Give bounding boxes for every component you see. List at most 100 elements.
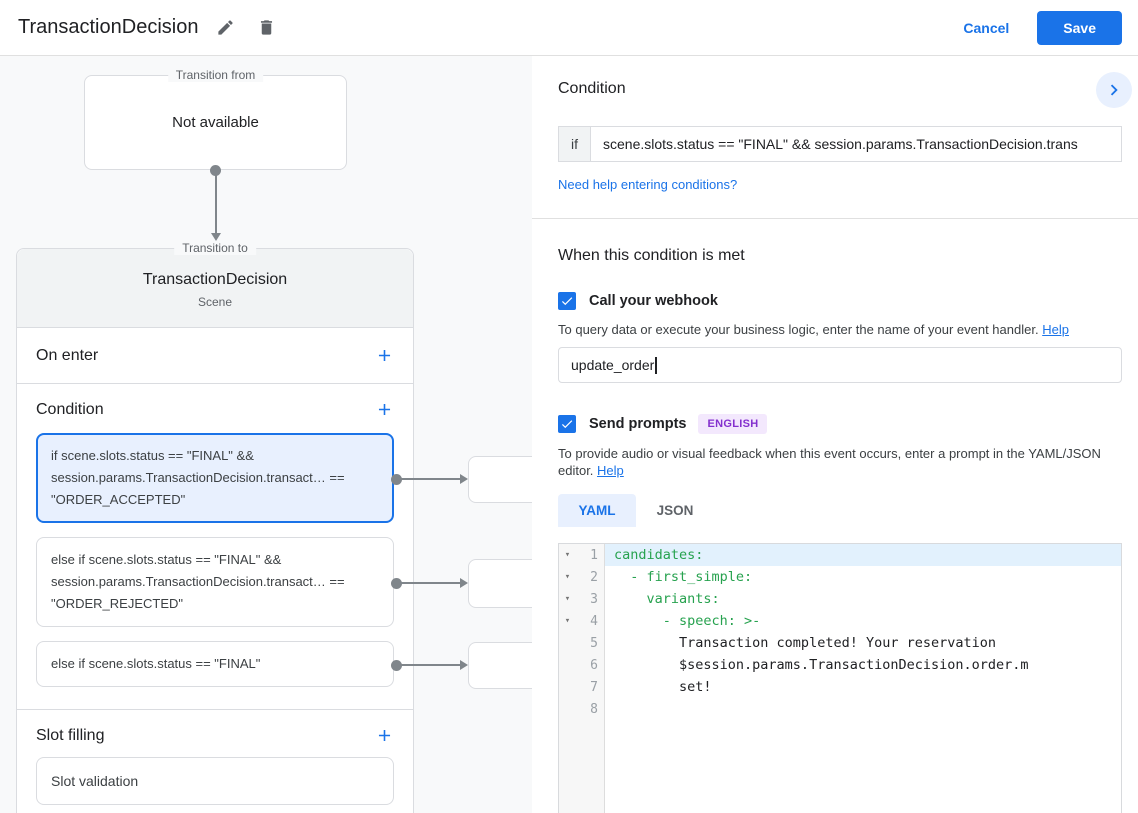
- collapse-panel-button[interactable]: [1096, 72, 1132, 108]
- checkmark-icon: [561, 297, 573, 306]
- connector-line: [399, 478, 460, 480]
- webhook-description-text: To query data or execute your business l…: [558, 322, 1039, 337]
- transition-from-value: Not available: [172, 114, 259, 131]
- condition-section: Condition if scene.slots.status == "FINA…: [17, 384, 413, 710]
- when-met-title: When this condition is met: [558, 247, 745, 264]
- top-bar: TransactionDecision Cancel Save: [0, 0, 1138, 56]
- code-line: ▾ 1 candidates:: [559, 544, 1121, 566]
- condition-detail-panel: Condition if scene.slots.status == "FINA…: [532, 56, 1138, 813]
- arrow-right-icon: [460, 578, 468, 588]
- scene-name: TransactionDecision: [142, 271, 288, 288]
- transition-target-node[interactable]: [468, 456, 532, 503]
- scene-type: Scene: [197, 295, 233, 309]
- plus-icon: [378, 349, 391, 362]
- on-enter-row: On enter: [17, 328, 413, 384]
- cancel-button[interactable]: Cancel: [951, 12, 1021, 44]
- prompts-help-link[interactable]: Help: [597, 463, 624, 478]
- pencil-icon: [218, 20, 234, 35]
- code-line: ▾2 - first_simple:: [559, 566, 1121, 588]
- divider: [532, 218, 1138, 219]
- editor-format-tabs: YAML JSON: [558, 494, 1122, 527]
- delete-scene-button[interactable]: [253, 14, 280, 41]
- send-prompts-label: Send prompts: [589, 416, 687, 432]
- fold-toggle-icon[interactable]: ▾: [564, 572, 571, 582]
- flow-canvas: Transition from Not available Transition…: [0, 56, 532, 813]
- yaml-code-editor[interactable]: ▾ 1 candidates: ▾2 - first_simple: ▾ 3 var…: [558, 543, 1122, 813]
- add-on-enter-button[interactable]: [375, 346, 394, 365]
- send-prompts-checkbox[interactable]: [558, 415, 576, 433]
- save-button[interactable]: Save: [1037, 10, 1122, 45]
- line-number: 8: [590, 701, 598, 717]
- arrow-right-icon: [460, 660, 468, 670]
- edit-scene-button[interactable]: [212, 14, 239, 41]
- line-number: 4: [590, 613, 598, 629]
- connector-dot: [210, 165, 221, 176]
- slot-filling-section: Slot filling Slot validation: [17, 710, 413, 813]
- call-webhook-checkbox[interactable]: [558, 292, 576, 310]
- webhook-help-link[interactable]: Help: [1042, 322, 1069, 337]
- code-text: $session.params.TransactionDecision.orde…: [614, 657, 1029, 673]
- language-badge: ENGLISH: [698, 414, 768, 434]
- fold-toggle-icon[interactable]: ▾: [564, 616, 571, 626]
- prompts-description-text: To provide audio or visual feedback when…: [558, 446, 1101, 478]
- transition-target-node[interactable]: [468, 642, 532, 689]
- line-number: 1: [590, 547, 598, 563]
- code-line: 7 set!: [559, 676, 1121, 698]
- page-title: TransactionDecision: [18, 16, 199, 38]
- condition-card-accepted[interactable]: if scene.slots.status == "FINAL" && sess…: [36, 433, 394, 523]
- add-slot-button[interactable]: [375, 726, 394, 745]
- transition-to-label: Transition to: [174, 241, 256, 255]
- plus-icon: [378, 403, 391, 416]
- condition-card-final[interactable]: else if scene.slots.status == "FINAL": [36, 641, 394, 687]
- chevron-right-icon: [1110, 84, 1118, 96]
- condition-section-label: Condition: [36, 400, 104, 418]
- arrow-right-icon: [460, 474, 468, 484]
- code-text: [605, 698, 1121, 720]
- transition-from-label: Transition from: [167, 68, 264, 82]
- code-line: ▾ 3 variants:: [559, 588, 1121, 610]
- code-text: Transaction completed! Your reservation: [614, 635, 997, 651]
- webhook-handler-value: update_order: [571, 357, 655, 373]
- call-webhook-label: Call your webhook: [589, 293, 718, 309]
- code-line: 5 Transaction completed! Your reservatio…: [559, 632, 1121, 654]
- connector-dot: [391, 578, 402, 589]
- condition-expression-input[interactable]: scene.slots.status == "FINAL" && session…: [590, 126, 1122, 162]
- connector-line: [399, 582, 460, 584]
- webhook-handler-input[interactable]: update_order: [558, 347, 1122, 383]
- webhook-description: To query data or execute your business l…: [558, 321, 1118, 338]
- add-condition-button[interactable]: [375, 400, 394, 419]
- tab-json[interactable]: JSON: [636, 494, 714, 527]
- connector-dot: [391, 474, 402, 485]
- connector-line: [215, 171, 217, 233]
- scene-header: TransactionDecision Scene: [17, 249, 413, 328]
- code-text: variants:: [614, 591, 720, 607]
- condition-card-rejected[interactable]: else if scene.slots.status == "FINAL" &&…: [36, 537, 394, 627]
- plus-icon: [378, 729, 391, 742]
- panel-title: Condition: [558, 80, 626, 97]
- slot-filling-label: Slot filling: [36, 726, 105, 744]
- trash-icon: [261, 20, 273, 35]
- transition-target-node[interactable]: [468, 559, 532, 608]
- transition-from-box: Transition from Not available: [84, 68, 347, 170]
- connector-line: [399, 664, 460, 666]
- arrow-down-icon: [211, 233, 221, 241]
- code-text: set!: [614, 679, 712, 695]
- code-text: candidates:: [605, 544, 1121, 566]
- code-line: 8: [559, 698, 1121, 720]
- fold-toggle-icon[interactable]: ▾: [564, 594, 571, 604]
- line-number: 3: [590, 591, 598, 607]
- connector-dot: [391, 660, 402, 671]
- code-line: 6 $session.params.TransactionDecision.or…: [559, 654, 1121, 676]
- checkmark-icon: [561, 420, 573, 429]
- line-number: 6: [590, 657, 598, 673]
- slot-validation-card[interactable]: Slot validation: [36, 757, 394, 805]
- if-prefix-label: if: [558, 126, 590, 162]
- tab-yaml[interactable]: YAML: [558, 494, 636, 527]
- code-line: ▾ 4 - speech: >-: [559, 610, 1121, 632]
- condition-help-link[interactable]: Need help entering conditions?: [558, 177, 738, 192]
- fold-toggle-icon[interactable]: ▾: [564, 550, 571, 560]
- line-number: 5: [590, 635, 598, 651]
- code-text: - speech: >-: [614, 613, 761, 629]
- on-enter-label: On enter: [36, 346, 99, 364]
